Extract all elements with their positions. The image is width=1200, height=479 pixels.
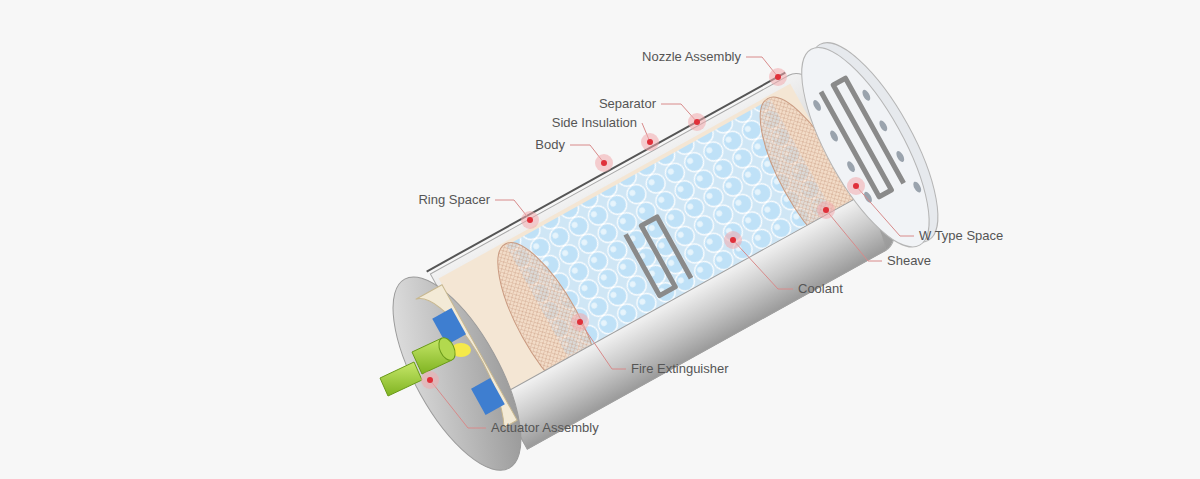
part-label: Separator bbox=[599, 96, 656, 112]
part-label: Body bbox=[535, 137, 565, 153]
part-label: W Type Space bbox=[919, 228, 1003, 244]
w-spring bbox=[821, 78, 904, 197]
actuator bbox=[380, 335, 471, 396]
part-label: Actuator Assembly bbox=[491, 420, 599, 436]
leader-line bbox=[826, 210, 882, 261]
part-label: Ring Spacer bbox=[418, 192, 490, 208]
callout-dots bbox=[421, 68, 865, 389]
part-label: Fire Extinguisher bbox=[631, 361, 729, 377]
part-label: Coolant bbox=[798, 281, 843, 297]
lower-shell bbox=[498, 195, 891, 449]
actuator-head bbox=[436, 335, 459, 363]
actuator-pin bbox=[380, 362, 422, 396]
leader-line bbox=[856, 186, 914, 236]
nozzle-holes bbox=[812, 75, 923, 217]
part-label: Sheave bbox=[887, 253, 931, 269]
leader-line bbox=[733, 240, 793, 289]
leader-lines bbox=[430, 57, 914, 428]
leader-line bbox=[580, 322, 626, 369]
leader-line bbox=[430, 380, 486, 428]
cylinder-cutaway bbox=[366, 26, 962, 479]
ring-spacer bbox=[432, 308, 466, 345]
w-spring bbox=[626, 217, 691, 296]
fire-extinguisher-charge bbox=[471, 378, 505, 415]
separator-edge bbox=[427, 73, 786, 272]
part-label: Nozzle Assembly bbox=[642, 49, 741, 65]
part-label: Side Insulation bbox=[552, 115, 637, 131]
front-cap bbox=[368, 259, 546, 479]
